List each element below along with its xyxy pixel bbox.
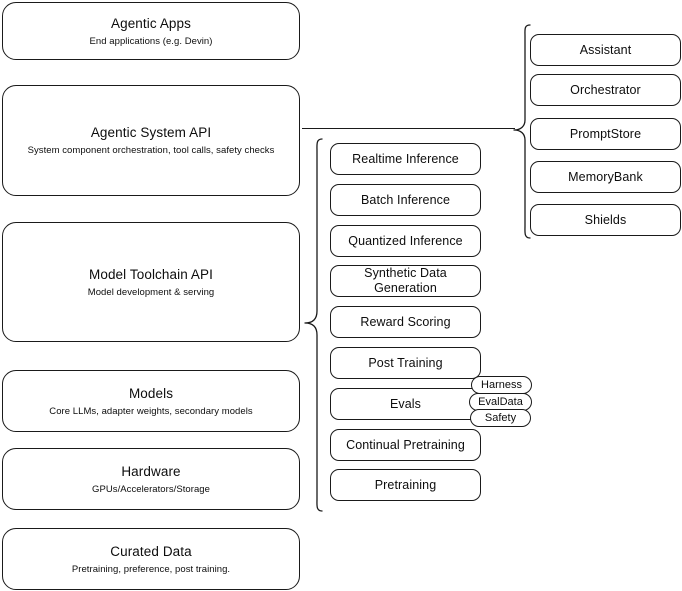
layer-box-curated-data[interactable]: Curated Data Pretraining, preference, po… — [2, 528, 300, 590]
layer-subtitle: Model development & serving — [87, 286, 215, 298]
component-box-evals[interactable]: Evals — [330, 388, 481, 420]
component-box-realtime-inference[interactable]: Realtime Inference — [330, 143, 481, 175]
component-label: MemoryBank — [568, 169, 643, 184]
component-label: Pretraining — [374, 477, 437, 492]
layer-box-hardware[interactable]: Hardware GPUs/Accelerators/Storage — [2, 448, 300, 510]
component-box-pretraining[interactable]: Pretraining — [330, 469, 481, 501]
component-label: Quantized Inference — [348, 233, 463, 248]
evals-subcomponent-label: Harness — [481, 378, 522, 391]
component-label: Realtime Inference — [352, 151, 459, 166]
component-label: Shields — [584, 212, 627, 227]
component-box-assistant[interactable]: Assistant — [530, 34, 681, 66]
component-label: Synthetic Data Generation — [364, 266, 447, 295]
component-label: PromptStore — [569, 126, 642, 141]
layer-box-agentic-system-api[interactable]: Agentic System API System component orch… — [2, 85, 300, 196]
component-label: Continual Pretraining — [346, 437, 465, 452]
component-box-quantized-inference[interactable]: Quantized Inference — [330, 225, 481, 257]
component-box-post-training[interactable]: Post Training — [330, 347, 481, 379]
evals-subcomponent-label: Safety — [484, 411, 517, 424]
layer-subtitle: GPUs/Accelerators/Storage — [92, 483, 210, 495]
layer-box-models[interactable]: Models Core LLMs, adapter weights, secon… — [2, 370, 300, 432]
connector-line-system-api-to-components — [302, 128, 515, 129]
layer-title: Curated Data — [110, 543, 192, 559]
evals-subcomponent-safety[interactable]: Safety — [470, 409, 531, 427]
layer-title: Agentic Apps — [110, 15, 191, 31]
component-label: Batch Inference — [360, 192, 451, 207]
layer-title: Models — [128, 385, 174, 401]
component-box-shields[interactable]: Shields — [530, 204, 681, 236]
layer-title: Hardware — [121, 463, 181, 479]
component-label: Orchestrator — [570, 82, 641, 97]
component-box-batch-inference[interactable]: Batch Inference — [330, 184, 481, 216]
component-box-continual-pretraining[interactable]: Continual Pretraining — [330, 429, 481, 461]
component-box-promptstore[interactable]: PromptStore — [530, 118, 681, 150]
component-label: Post Training — [368, 355, 443, 370]
component-box-orchestrator[interactable]: Orchestrator — [530, 74, 681, 106]
layer-subtitle: Pretraining, preference, post training. — [71, 563, 231, 575]
component-label: Assistant — [579, 42, 632, 57]
layer-subtitle: Core LLMs, adapter weights, secondary mo… — [49, 405, 253, 417]
layer-box-agentic-apps[interactable]: Agentic Apps End applications (e.g. Devi… — [2, 2, 300, 60]
component-box-reward-scoring[interactable]: Reward Scoring — [330, 306, 481, 338]
layer-box-model-toolchain-api[interactable]: Model Toolchain API Model development & … — [2, 222, 300, 342]
evals-subcomponent-label: EvalData — [478, 395, 523, 408]
component-box-memorybank[interactable]: MemoryBank — [530, 161, 681, 193]
component-label: Evals — [389, 396, 422, 411]
layer-subtitle: System component orchestration, tool cal… — [27, 145, 275, 156]
layer-subtitle: End applications (e.g. Devin) — [89, 35, 213, 47]
component-label: Reward Scoring — [360, 314, 451, 329]
brace-toolchain-components — [300, 135, 326, 525]
component-box-synthetic-data-generation[interactable]: Synthetic Data Generation — [330, 265, 481, 297]
evals-subcomponent-harness[interactable]: Harness — [471, 376, 532, 394]
layer-title: Model Toolchain API — [89, 266, 213, 282]
layer-title: Agentic System API — [90, 125, 212, 140]
evals-subcomponent-evaldata[interactable]: EvalData — [469, 393, 532, 411]
